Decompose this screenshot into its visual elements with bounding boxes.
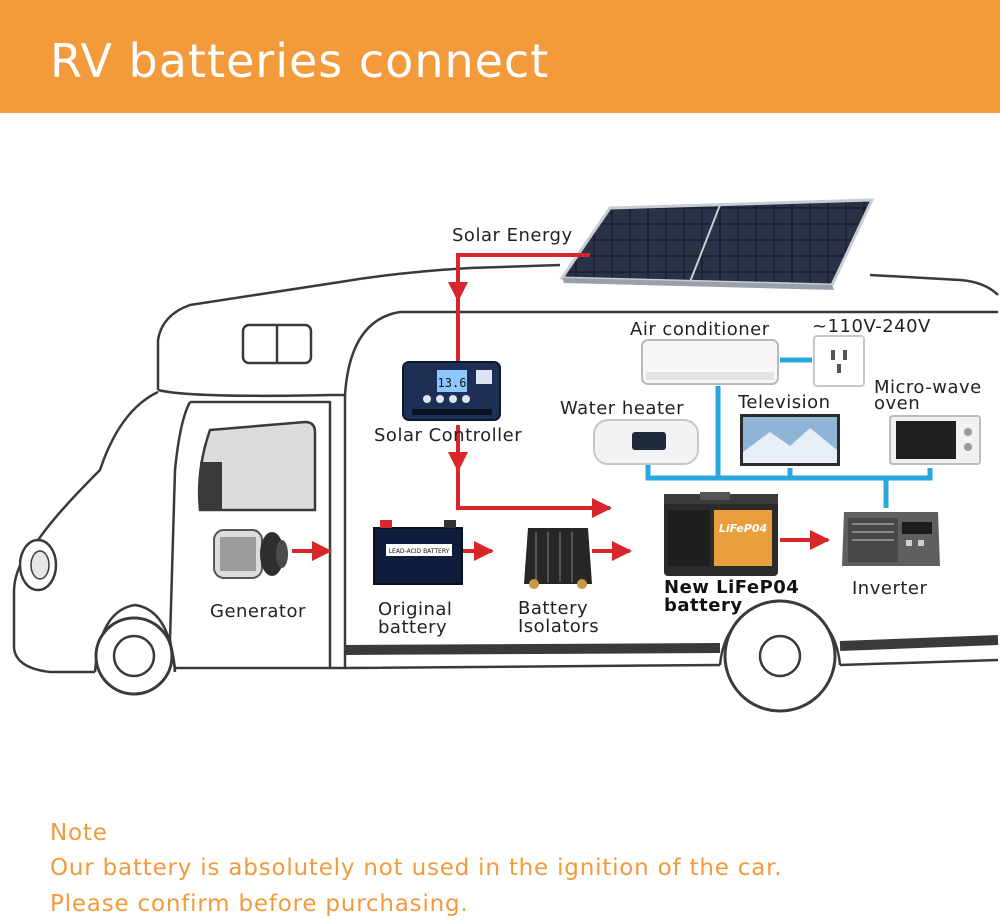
rv-wiring-diagram: Solar Energy 13.6 Solar Controller Air c… — [12, 198, 999, 713]
note-line-1: Our battery is absolutely not used in th… — [50, 855, 783, 881]
label-original-battery-2: battery — [378, 617, 447, 638]
note-heading: Note — [50, 820, 108, 846]
label-solar-controller: Solar Controller — [374, 425, 522, 446]
controller-display: 13.6 — [438, 376, 467, 390]
lead-acid-label: LEAD-ACID BATTERY — [389, 548, 450, 555]
label-voltage: ~110V-240V — [812, 316, 931, 337]
power-outlet — [813, 335, 865, 387]
header-banner: RV batteries connect — [0, 0, 1000, 113]
television — [740, 414, 840, 466]
label-microwave-1: Micro-wave — [874, 377, 982, 398]
original-battery: LEAD-ACID BATTERY — [373, 520, 463, 585]
label-lifepo4-2: battery — [664, 595, 743, 616]
label-microwave-2: oven — [874, 393, 920, 414]
lifepo4-badge: LiFeP04 — [719, 522, 767, 535]
label-air-conditioner: Air conditioner — [630, 319, 770, 340]
label-isolators-1: Battery — [518, 598, 588, 619]
label-generator: Generator — [210, 601, 306, 622]
solar-controller: 13.6 — [402, 361, 501, 421]
label-inverter: Inverter — [852, 578, 927, 599]
front-wheel — [93, 603, 177, 696]
label-original-battery-1: Original — [378, 599, 452, 620]
inverter — [842, 512, 940, 566]
cab-window — [197, 420, 317, 512]
dc-wiring — [292, 253, 830, 561]
label-isolators-2: Isolators — [518, 616, 599, 637]
rear-wheel — [718, 599, 842, 713]
water-heater — [593, 419, 699, 465]
microwave — [889, 415, 981, 465]
solar-panel — [559, 198, 875, 290]
label-solar-energy: Solar Energy — [452, 225, 573, 246]
battery-isolator — [524, 528, 592, 589]
page-title: RV batteries connect — [50, 34, 550, 88]
air-conditioner — [641, 339, 779, 385]
ac-wiring — [645, 357, 933, 508]
lifepo4-battery: LiFeP04 — [664, 492, 778, 576]
label-lifepo4-1: New LiFeP04 — [664, 577, 799, 598]
note-line-2: Please confirm before purchasing. — [50, 891, 469, 917]
label-water-heater: Water heater — [560, 398, 684, 419]
generator — [213, 529, 288, 579]
label-television: Television — [737, 392, 831, 413]
